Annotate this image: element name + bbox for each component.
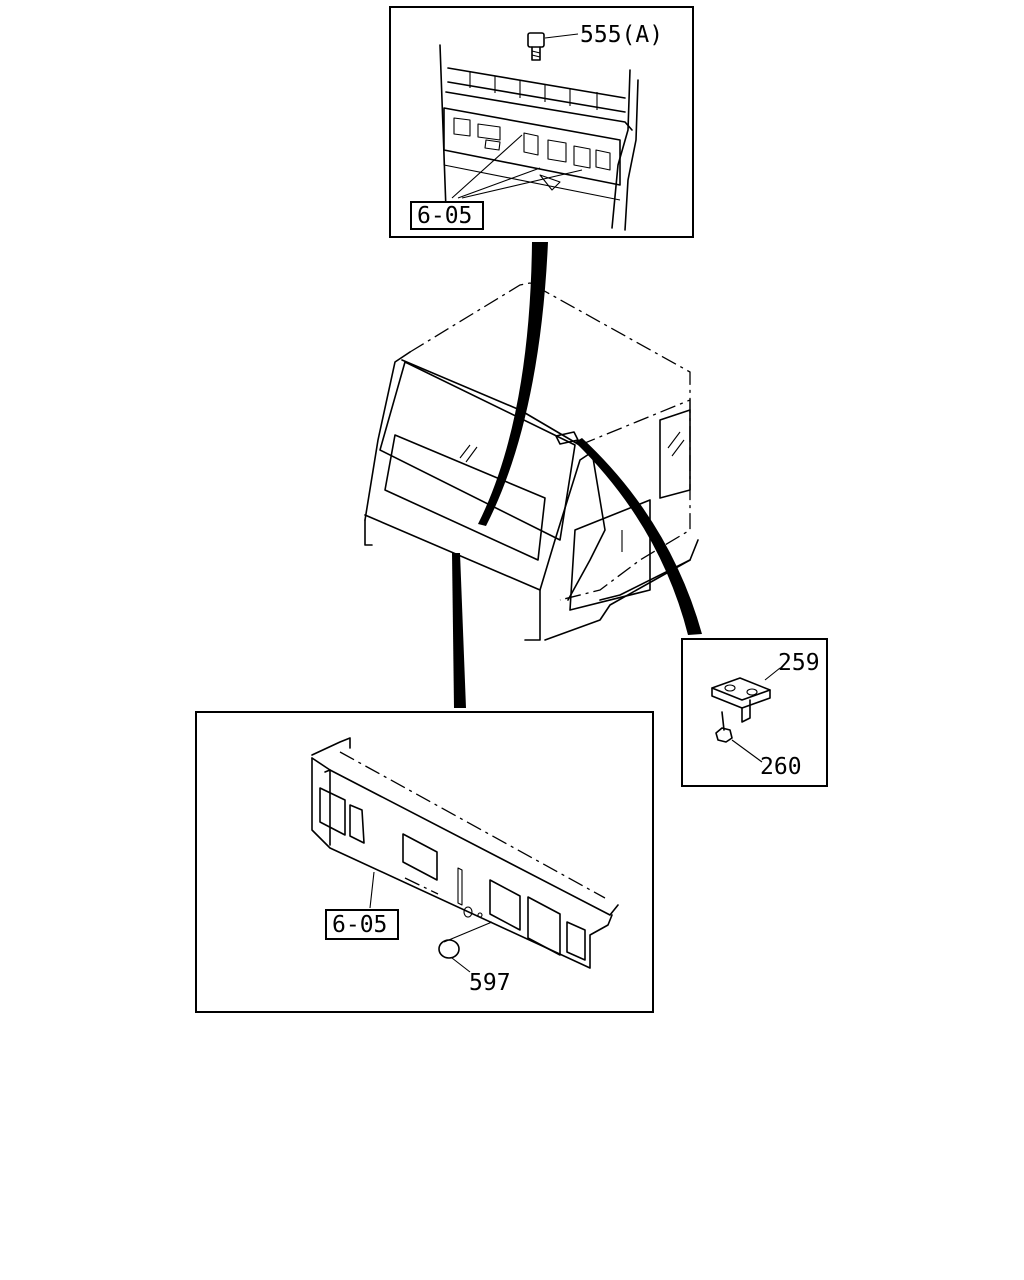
- leader-bottom-detail: [452, 553, 466, 708]
- plug-597-icon: [438, 921, 493, 959]
- ref-box-top: [410, 201, 484, 230]
- ref-label-bottom: 6-05: [332, 912, 387, 938]
- part-label-555a: 555(A): [580, 22, 663, 48]
- truck-cab-illustration: [364, 282, 699, 641]
- part-label-259: 259: [778, 650, 820, 676]
- top-detail-panel: 555(A) 6-05: [389, 6, 694, 238]
- ref-box-bottom: [325, 909, 399, 940]
- leader-top-detail: [478, 242, 548, 526]
- bracket-259-icon: [711, 677, 771, 723]
- leader-right-detail: [575, 438, 702, 635]
- detail-leaders: [452, 242, 702, 708]
- right-detail-panel: 259 260: [681, 638, 828, 787]
- part-label-597: 597: [469, 970, 511, 996]
- ref-label-top: 6-05: [417, 203, 472, 229]
- part-label-260: 260: [760, 754, 802, 780]
- bottom-detail-panel: 6-05 597: [195, 711, 654, 1013]
- bolt-555-icon: [527, 32, 545, 61]
- screw-260-icon: [715, 711, 733, 743]
- rear-panel-lower-illustration: [311, 737, 619, 969]
